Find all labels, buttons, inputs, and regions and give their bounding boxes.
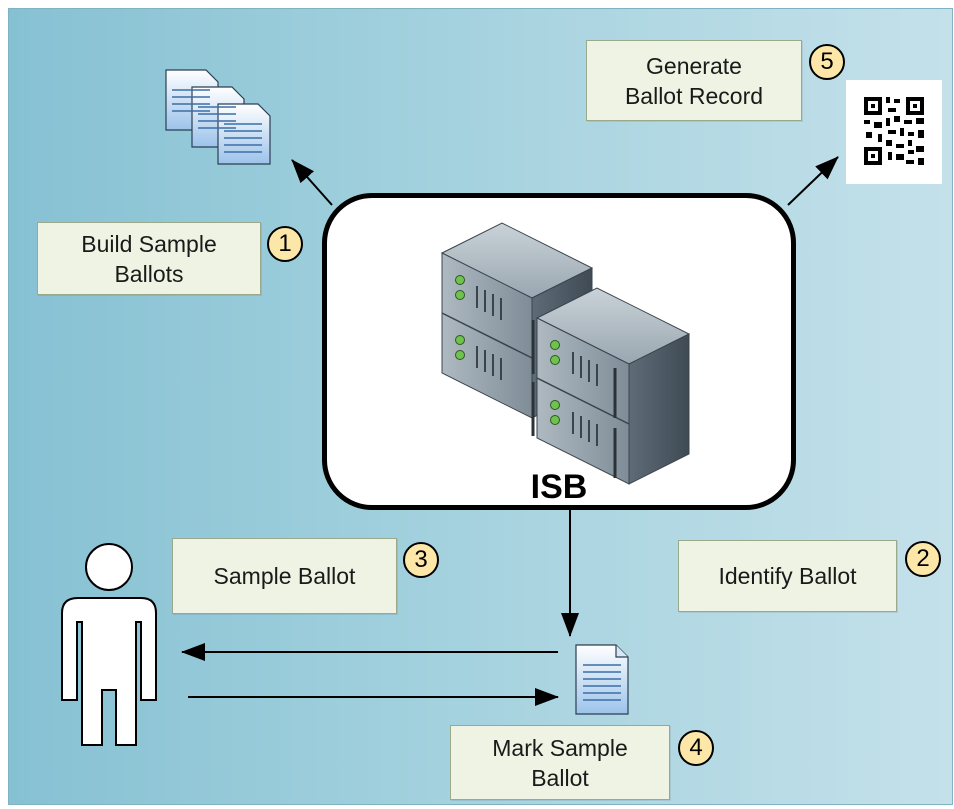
step-4-line-2: Ballot xyxy=(531,764,589,791)
step-3-line-1: Sample Ballot xyxy=(213,563,356,589)
step-label-sample-ballot: Sample Ballot xyxy=(172,538,397,614)
step-badge-1: 1 xyxy=(267,226,303,262)
isb-label: ISB xyxy=(530,468,588,506)
step-1-line-1: Build Sample xyxy=(81,230,217,257)
server-rack-icon xyxy=(440,222,691,485)
step-5-line-1: Generate xyxy=(646,52,742,79)
step-1-line-2: Ballots xyxy=(114,260,184,287)
step-4-line-1: Mark Sample xyxy=(492,734,628,761)
step-badge-3: 3 xyxy=(403,542,439,578)
arrow-to-sample-ballots xyxy=(291,159,333,206)
arrow-to-ballot-record xyxy=(787,156,839,206)
step-badge-4: 4 xyxy=(678,730,714,766)
step-2-line-1: Identify Ballot xyxy=(718,563,857,589)
step-badge-2: 2 xyxy=(905,541,941,577)
step-5-line-2: Ballot Record xyxy=(624,82,764,109)
step-badge-5: 5 xyxy=(809,44,845,80)
step-label-mark-sample-ballot: Mark Sample Ballot xyxy=(450,725,670,800)
step-label-build-sample-ballots: Build Sample Ballots xyxy=(37,222,261,295)
step-label-generate-ballot-record: Generate Ballot Record xyxy=(586,40,802,121)
step-label-identify-ballot: Identify Ballot xyxy=(678,540,897,612)
isb-system-box: ISB xyxy=(322,193,796,510)
